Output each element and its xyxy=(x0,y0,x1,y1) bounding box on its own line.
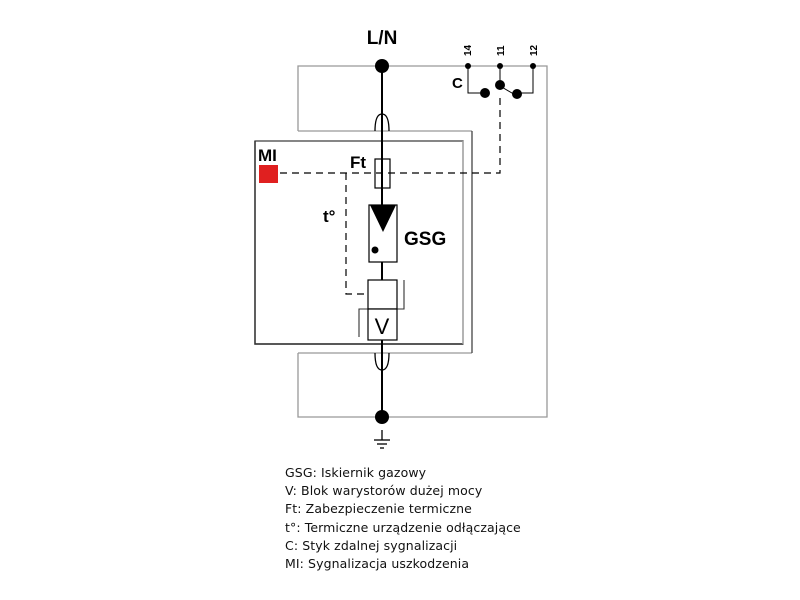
mi-label: MI xyxy=(258,146,277,165)
contact-14-label: 14 xyxy=(463,44,474,56)
gsg-arrow-icon xyxy=(370,205,396,232)
ft-label: Ft xyxy=(350,153,366,172)
module-frame xyxy=(254,131,473,353)
legend-item-v: V: Blok warystorów dużej mocy xyxy=(285,483,483,499)
legend-item-ft: Ft: Zabezpieczenie termiczne xyxy=(285,501,472,517)
legend-item-t: t°: Termiczne urządzenie odłączające xyxy=(285,519,521,535)
plug-connector-top xyxy=(374,113,390,132)
ln-terminal xyxy=(375,59,389,73)
legend-item-gsg: GSG: Iskiernik gazowy xyxy=(285,465,427,480)
ground-icon xyxy=(374,430,390,449)
v-label: V xyxy=(375,314,390,339)
remote-contact: 14 11 12 C xyxy=(452,44,540,99)
contact-11-label: 11 xyxy=(496,45,507,56)
legend: GSG: Iskiernik gazowy V: Blok warystorów… xyxy=(285,464,521,573)
legend-item-mi: MI: Sygnalizacja uszkodzenia xyxy=(285,556,470,572)
ground-terminal xyxy=(375,410,389,424)
signal-linkage xyxy=(268,98,501,295)
gsg-label: GSG xyxy=(404,229,446,250)
contact-12-label: 12 xyxy=(529,44,540,56)
legend-item-c: C: Styk zdalnej sygnalizacji xyxy=(285,537,458,553)
failure-indicator xyxy=(259,165,278,183)
ln-label: L/N xyxy=(367,28,398,49)
t-label: t° xyxy=(323,207,336,226)
thermal-disconnector xyxy=(367,279,398,310)
contact-c-label: C xyxy=(452,75,463,92)
plug-connector-bottom xyxy=(374,352,390,371)
varistor-block xyxy=(367,308,398,341)
outer-wiring xyxy=(297,65,548,418)
